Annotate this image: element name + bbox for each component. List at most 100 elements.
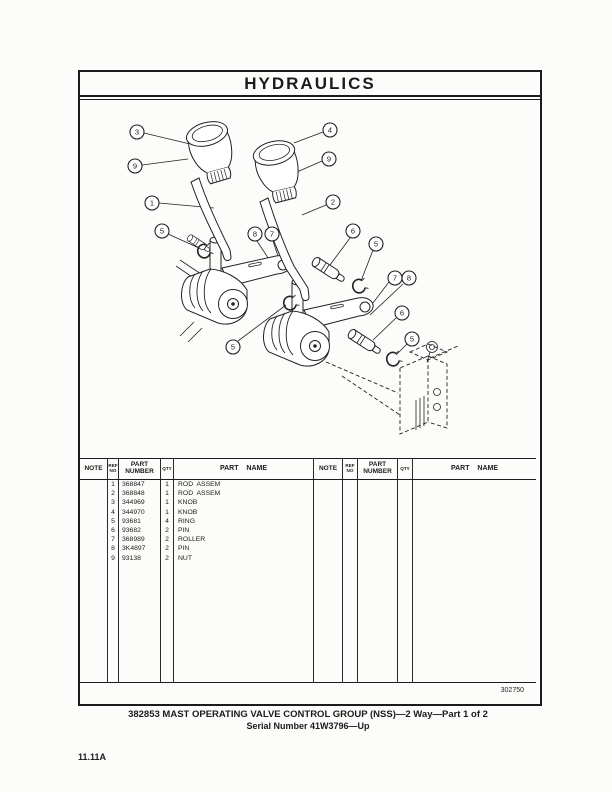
- col-number-2: NUMBER: [363, 468, 392, 475]
- leader-lines: [141, 131, 408, 356]
- empty-cell: [342, 563, 357, 682]
- empty-cell: [80, 563, 107, 682]
- callout-label: 5: [231, 343, 235, 352]
- col-no: NO: [109, 468, 117, 473]
- shaft-lines: [175, 259, 211, 343]
- qty-column-2: [397, 480, 412, 563]
- part-number-cell: 93138: [122, 554, 141, 562]
- callout-label: 6: [400, 309, 404, 318]
- part-number-cell: 344970: [122, 508, 145, 516]
- part-name-cell: RING: [178, 517, 195, 525]
- part-number-cell: 93682: [122, 526, 141, 534]
- callout-label: 5: [374, 240, 378, 249]
- ref-cell: 4: [111, 508, 115, 516]
- part-number-cell: 368989: [122, 536, 145, 544]
- callout-balloons: 3 9 1 5 8 7 4 9 2 6 5 7 8 5 6 5: [127, 122, 420, 355]
- part-number-cell: 93681: [122, 517, 141, 525]
- knob-left: [183, 116, 241, 188]
- qty-cell: 2: [165, 545, 169, 553]
- ring-upper: [350, 276, 370, 296]
- page-code: 11.11A: [78, 752, 107, 762]
- qty-cell: 1: [165, 481, 169, 488]
- ref-cell: 6: [111, 526, 115, 534]
- empty-cell: [107, 563, 118, 682]
- callout-label: 7: [270, 230, 274, 239]
- part-number-cell: 344969: [122, 499, 145, 507]
- col-no-2: NO: [346, 468, 354, 473]
- col-number: NUMBER: [125, 468, 154, 475]
- callout-label: 9: [133, 162, 137, 171]
- empty-cell: [173, 563, 313, 682]
- col-qty-2: QTY: [397, 459, 412, 479]
- callout-label: 8: [253, 230, 257, 239]
- page-title: HYDRAULICS: [80, 72, 540, 97]
- col-ref-2: REF: [345, 463, 355, 469]
- part-number-column-2: [357, 480, 397, 563]
- qty-cell: 1: [165, 490, 169, 498]
- rod-left: [190, 177, 232, 261]
- ref-cell: 5: [111, 517, 115, 525]
- callout-label: 4: [328, 126, 332, 135]
- figure-number: 302750: [500, 687, 524, 694]
- callout-label: 9: [327, 155, 331, 164]
- part-name-cell: NUT: [178, 554, 192, 562]
- pin-upper: [310, 255, 347, 285]
- col-part-name-2: PART NAME: [412, 459, 536, 479]
- col-qty: QTY: [160, 459, 173, 479]
- part-name-cell: PIN: [178, 545, 190, 553]
- ring-middle: [281, 293, 301, 313]
- part-number-column: 368847 368848 344969 344970 93681 93682 …: [118, 480, 160, 563]
- part-name-cell: KNOB: [178, 499, 198, 507]
- qty-column: 1 1 1 1 4 2 2 2 2: [160, 480, 173, 563]
- qty-cell: 2: [165, 536, 169, 544]
- callout-label: 6: [351, 227, 355, 236]
- callout-label: 1: [150, 199, 154, 208]
- caption-title: 382853 MAST OPERATING VALVE CONTROL GROU…: [128, 709, 488, 720]
- col-part-name: PART NAME: [173, 459, 313, 479]
- ref-cell: 9: [111, 554, 115, 562]
- ref-column: 1 2 3 4 5 6 7 8 9: [107, 480, 118, 563]
- ring-lower: [384, 349, 404, 369]
- ref-cell: 2: [111, 490, 115, 498]
- note-column: [80, 480, 107, 563]
- caption: 382853 MAST OPERATING VALVE CONTROL GROU…: [78, 709, 538, 732]
- part-name-cell: KNOB: [178, 508, 198, 516]
- ref-column-2: [342, 480, 357, 563]
- part-name-cell: PIN: [178, 526, 190, 534]
- empty-cell: [160, 563, 173, 682]
- part-number-cell: 368847: [122, 481, 145, 488]
- mounting-bracket-phantom: [325, 341, 459, 435]
- caption-serial: Serial Number 41W3796—Up: [246, 720, 370, 731]
- col-part-2: PART: [368, 461, 387, 469]
- title-divider: [80, 99, 540, 100]
- qty-cell: 4: [165, 517, 169, 525]
- empty-cell: [313, 563, 342, 682]
- qty-cell: 2: [165, 554, 169, 562]
- empty-cell: [397, 563, 412, 682]
- part-number-cell: 368848: [122, 490, 145, 498]
- callout-label: 7: [393, 274, 397, 283]
- callout-label: 2: [331, 198, 335, 207]
- callout-label: 5: [410, 335, 414, 344]
- ref-cell: 1: [111, 481, 115, 488]
- main-frame: HYDRAULICS: [78, 70, 542, 706]
- callout-label: 3: [135, 128, 139, 137]
- empty-cell: [412, 563, 536, 682]
- col-part: PART: [130, 461, 149, 469]
- knob-right: [250, 136, 306, 206]
- callout-label: 5: [160, 227, 164, 236]
- empty-cell: [357, 563, 397, 682]
- ref-cell: 3: [111, 499, 115, 507]
- part-name-column-2: [412, 480, 536, 563]
- col-ref: REF: [108, 463, 118, 469]
- part-number-cell: 3K4897: [122, 545, 146, 553]
- qty-cell: 1: [165, 508, 169, 516]
- part-name-cell: ROLLER: [178, 536, 206, 544]
- col-note-2: NOTE: [313, 459, 342, 479]
- col-note: NOTE: [84, 464, 103, 472]
